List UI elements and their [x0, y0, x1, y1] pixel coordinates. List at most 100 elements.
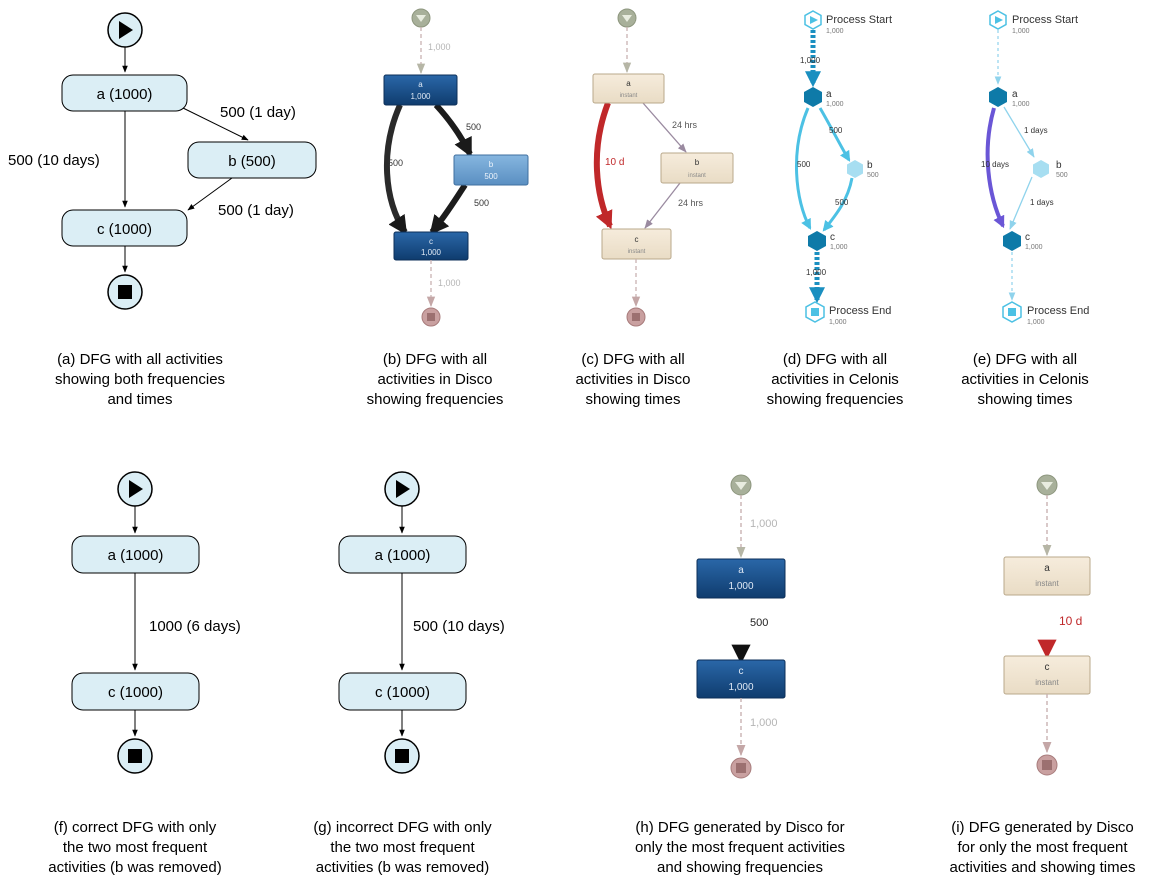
edge-b-c [187, 177, 233, 211]
edge-a-b [433, 102, 473, 158]
diagram-f: a (1000) 1000 (6 days) c (1000) [71, 471, 241, 774]
edge-a-b [818, 107, 851, 162]
edge-label-a-b: 500 [466, 122, 481, 132]
diagram-e: Process Start 1,000 a 1,000 b 500 c 1,00… [981, 10, 1089, 326]
caption-line: and times [107, 391, 173, 408]
disco-activity-a: a instant [1003, 556, 1091, 596]
activity-node-b: b (500) [187, 141, 317, 179]
edge-a-b [1003, 106, 1035, 158]
caption-line: (i) DFG generated by Disco [951, 819, 1134, 836]
node-value: instant [1035, 579, 1059, 588]
node-value: 1,000 [1025, 244, 1043, 251]
edge-label-b-c: 24 hrs [678, 198, 704, 208]
triangle-down-icon [622, 15, 632, 22]
node-name: Process End [1027, 305, 1089, 317]
play-icon [129, 480, 143, 498]
node-value: 1,000 [728, 581, 753, 592]
disco-activity-a: a instant [592, 73, 665, 104]
hexagon-icon [804, 87, 822, 107]
disco-activity-a: a 1,000 [696, 558, 786, 599]
hexagon-play-icon [995, 16, 1003, 24]
start-event [384, 471, 420, 507]
node-label: a (1000) [108, 547, 164, 564]
edge-label-end: 1,000 [750, 717, 778, 729]
stop-icon [118, 285, 132, 299]
hexagon-play-icon [810, 16, 818, 24]
caption-line: for only the most frequent [957, 839, 1128, 856]
caption-line: (g) incorrect DFG with only [313, 819, 492, 836]
celonis-activity-a: a 1,000 [989, 87, 1030, 108]
disco-start-node [1036, 474, 1058, 496]
hexagon-icon [1033, 160, 1049, 178]
node-value: 1,000 [1027, 319, 1045, 326]
node-name: b [489, 160, 494, 169]
disco-activity-c: c 1,000 [393, 231, 469, 261]
caption-e: (e) DFG with all activities in Celonis s… [945, 350, 1105, 410]
edge-label-a-b: 24 hrs [672, 120, 698, 130]
node-name: c [635, 235, 639, 244]
node-value: 1,000 [410, 92, 431, 101]
node-value: 1,000 [826, 28, 844, 35]
edge-label-a-c: 500 (10 days) [413, 618, 505, 635]
disco-start-node [730, 474, 752, 496]
node-value: 1,000 [829, 319, 847, 326]
caption-line: and showing frequencies [657, 859, 823, 876]
activity-node-a: a (1000) [338, 535, 467, 574]
caption-line: activities (b was removed) [48, 859, 222, 876]
caption-line: activities and showing times [949, 859, 1136, 876]
edge-a-c [795, 107, 812, 230]
node-label: b (500) [228, 153, 276, 170]
stop-icon [632, 313, 640, 321]
celonis-activity-b: b 500 [1033, 160, 1068, 179]
caption-line: (b) DFG with all [382, 351, 488, 368]
celonis-end-node: Process End 1,000 [805, 301, 891, 326]
node-value: instant [1035, 678, 1059, 687]
stop-icon [128, 749, 142, 763]
node-value: 1,000 [826, 101, 844, 108]
triangle-down-icon [735, 482, 747, 490]
edge-a-c [593, 101, 613, 230]
diagram-g: a (1000) 500 (10 days) c (1000) [338, 471, 505, 774]
node-value: instant [628, 249, 646, 255]
edge-label-b-c: 1 days [1030, 198, 1054, 207]
node-name: a [1044, 563, 1050, 574]
activity-node-a: a (1000) [71, 535, 200, 574]
hexagon-stop-icon [1008, 308, 1016, 316]
activity-node-a: a (1000) [61, 74, 188, 112]
caption-line: showing times [585, 391, 681, 408]
caption-line: (e) DFG with all [972, 351, 1078, 368]
node-value: instant [688, 173, 706, 179]
caption-line: activities in Celonis [771, 371, 899, 388]
edge-b-c [429, 183, 468, 235]
node-name: c [429, 237, 433, 246]
edge-b-c [644, 182, 681, 229]
edge-label-a-b: 500 (1 day) [220, 104, 296, 121]
disco-end-node [626, 307, 646, 327]
diagram-c: a instant b instant c instant 24 hrs 10 … [592, 8, 734, 327]
disco-activity-c: c instant [1003, 655, 1091, 695]
celonis-start-node: Process Start 1,000 [804, 10, 892, 35]
edge-label-end: 1,000 [806, 268, 827, 277]
celonis-activity-b: b 500 [847, 160, 879, 179]
caption-line: activities (b was removed) [315, 859, 490, 876]
node-value: 500 [484, 172, 498, 181]
triangle-down-icon [416, 15, 426, 22]
disco-activity-c: c instant [601, 228, 672, 260]
stop-icon [736, 763, 746, 773]
caption-d: (d) DFG with all activities in Celonis s… [750, 350, 920, 410]
node-name: a [418, 80, 423, 89]
disco-end-node [730, 757, 752, 779]
hexagon-icon [989, 87, 1007, 107]
edge-b-c [1009, 176, 1033, 230]
edge-label-b-c: 500 [474, 198, 489, 208]
play-icon [396, 480, 410, 498]
triangle-down-icon [1041, 482, 1053, 490]
node-name: a [1012, 89, 1018, 100]
node-label: a (1000) [97, 86, 153, 103]
edge-label-a-c: 1000 (6 days) [149, 618, 241, 635]
caption-line: showing frequencies [366, 391, 504, 408]
caption-c: (c) DFG with all activities in Disco sho… [558, 350, 708, 410]
node-label: a (1000) [375, 547, 431, 564]
edge-label-a-b: 500 [829, 126, 843, 135]
play-icon [119, 21, 133, 39]
